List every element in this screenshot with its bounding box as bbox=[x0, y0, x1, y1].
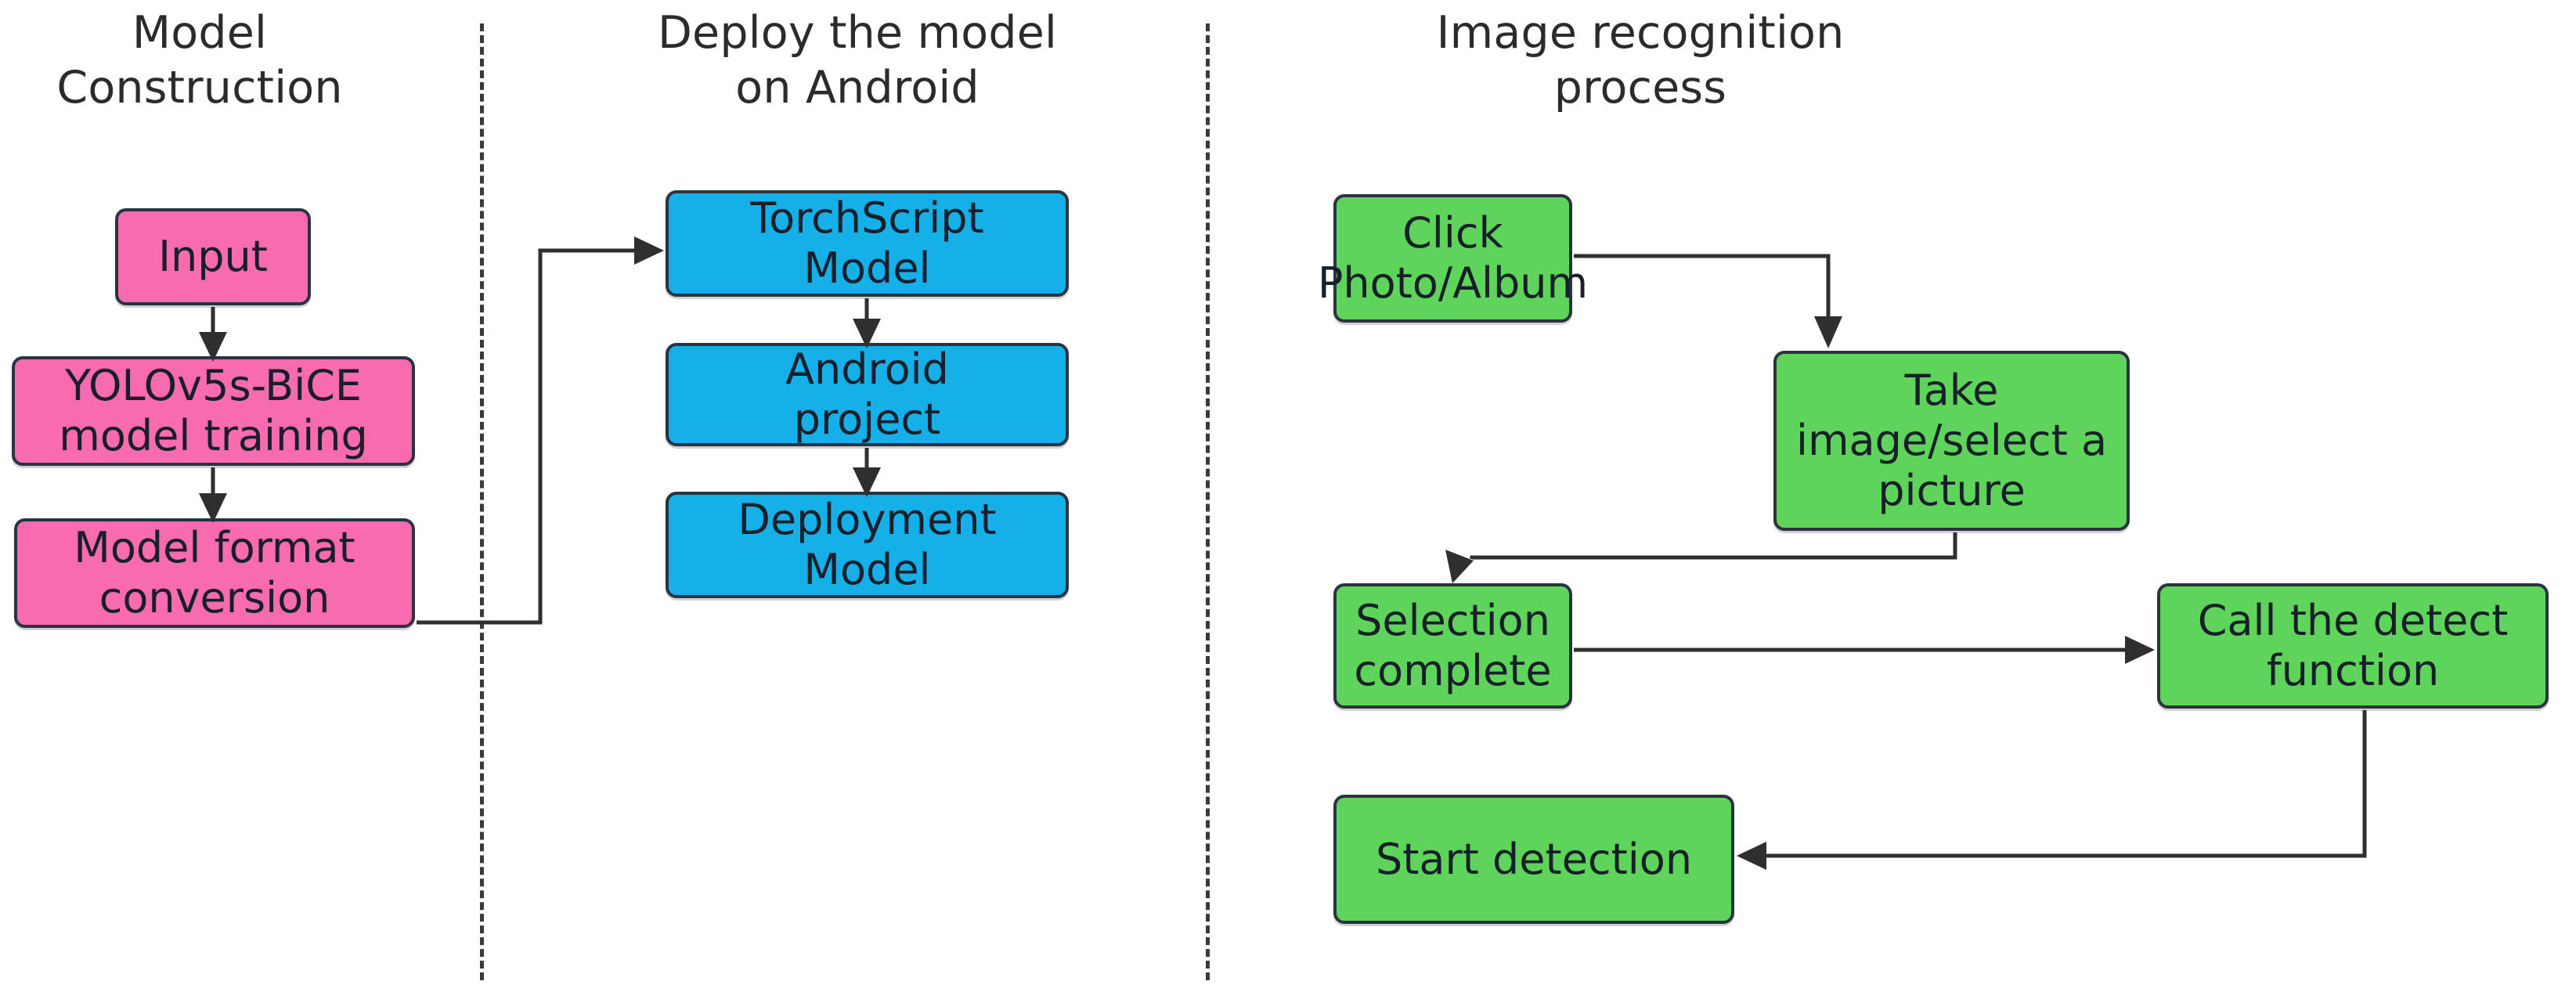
panel-title-deploy-android: Deploy the model on Android bbox=[657, 7, 1058, 114]
edge-torchscript-to-android bbox=[853, 298, 881, 348]
node-click-photo-album[interactable]: Click Photo/Album bbox=[1318, 194, 1588, 323]
node-torchscript-model[interactable]: TorchScript Model bbox=[666, 190, 1069, 297]
panel-divider-left bbox=[480, 23, 484, 980]
node-input[interactable]: Input bbox=[115, 208, 311, 305]
panel-divider-right bbox=[1206, 23, 1210, 980]
edge-clickphoto-to-takeimage bbox=[1574, 254, 1842, 348]
node-take-image-select-picture[interactable]: Take image/select a picture bbox=[1773, 351, 2130, 531]
edge-training-to-conversion bbox=[199, 467, 227, 523]
edge-input-to-training bbox=[199, 307, 227, 362]
edge-calldetect-to-startdetect bbox=[1737, 710, 2367, 870]
edge-conversion-to-torchscript bbox=[417, 236, 664, 625]
panel-title-model-construction: Model Construction bbox=[56, 7, 343, 114]
node-start-detection[interactable]: Start detection bbox=[1333, 795, 1734, 924]
node-selection-complete[interactable]: Selection complete bbox=[1333, 583, 1572, 709]
edge-takeimage-to-selectioncomplete bbox=[1445, 532, 1957, 583]
node-call-detect-function[interactable]: Call the detect function bbox=[2157, 583, 2549, 709]
node-model-training[interactable]: YOLOv5s-BiCE model training bbox=[12, 356, 415, 466]
node-model-format-conversion[interactable]: Model format conversion bbox=[14, 518, 415, 628]
edge-selectioncomplete-to-calldetect bbox=[1574, 636, 2155, 664]
node-deployment-model[interactable]: Deployment Model bbox=[666, 492, 1069, 598]
panel-title-image-recognition: Image recognition process bbox=[1436, 7, 1845, 114]
edge-android-to-deployment bbox=[853, 448, 881, 497]
node-android-project[interactable]: Android project bbox=[666, 343, 1069, 446]
